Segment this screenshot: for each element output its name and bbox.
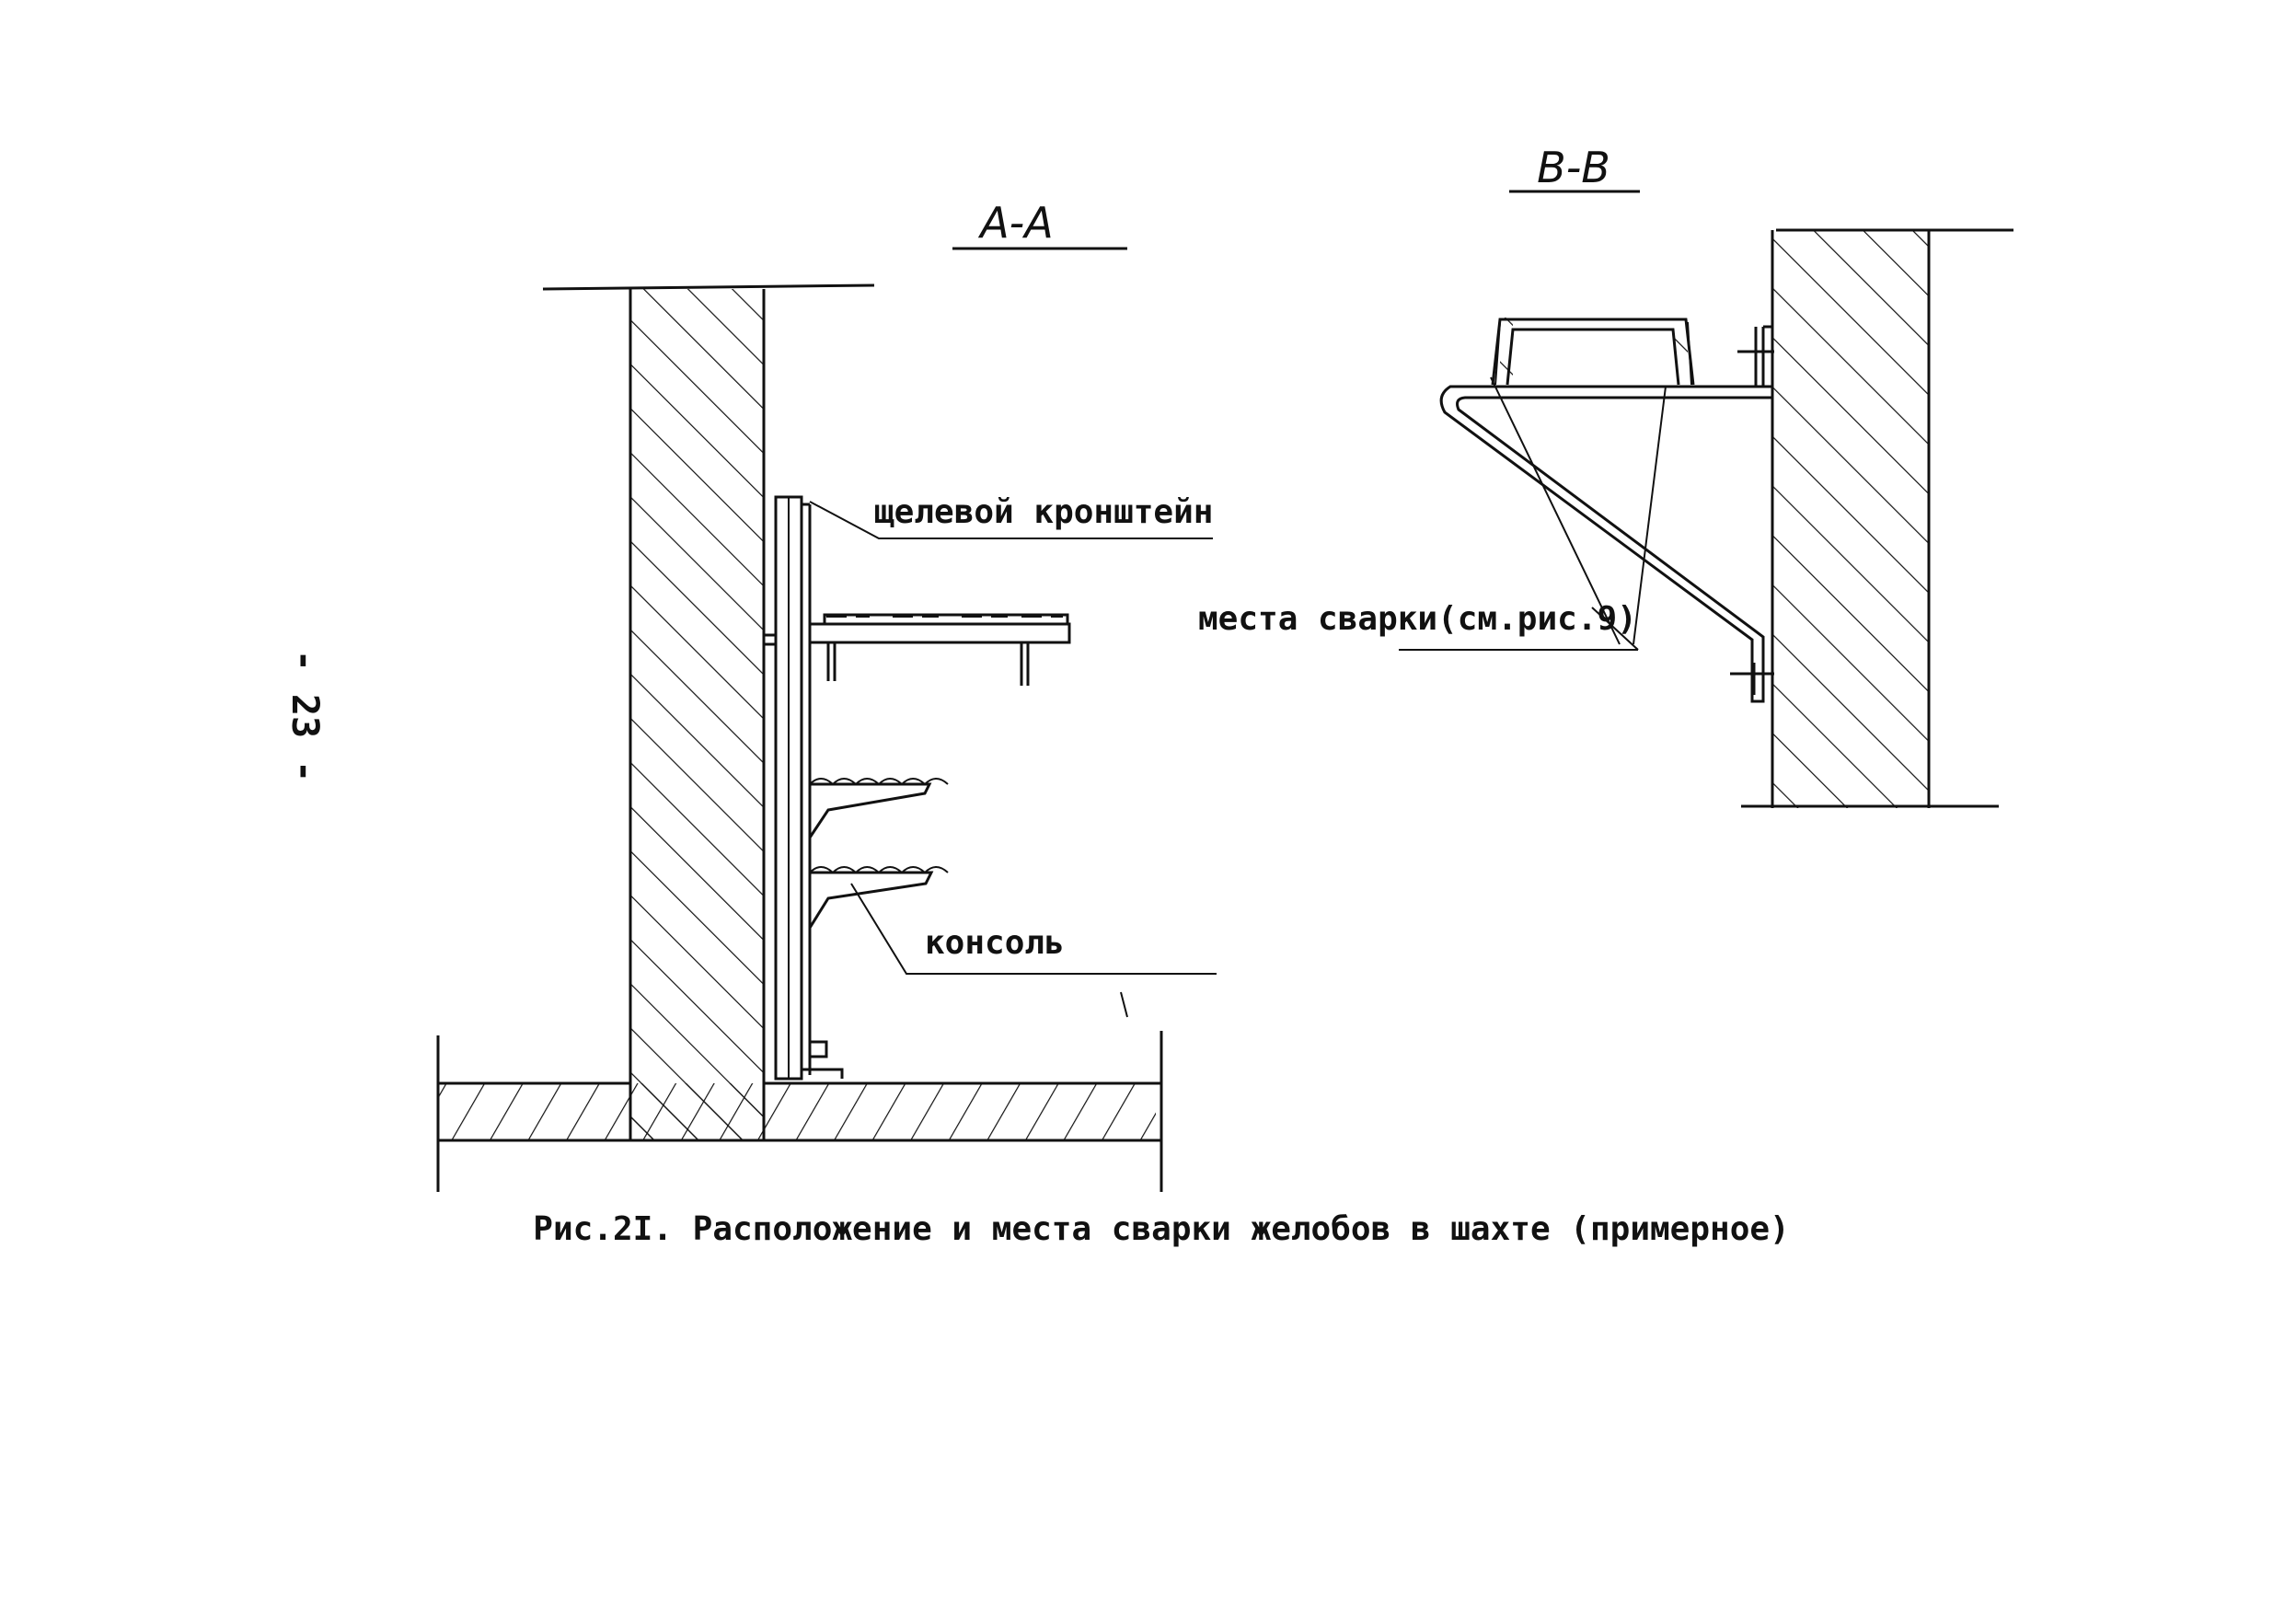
section-aa-title: А-А [977, 198, 1054, 248]
figure-caption: Рис.2I. Расположение и места сварки жело… [533, 1210, 1789, 1248]
section-aa-wall [630, 289, 764, 1140]
bb-gutter [1491, 318, 1695, 386]
section-bb-wall [1772, 230, 1929, 808]
bb-weld-leaders [1399, 376, 1667, 651]
label-console-text: консоль [925, 924, 1065, 962]
bb-upper-bolt [1737, 327, 1774, 387]
section-aa-top-line [542, 283, 875, 291]
label-slot-bracket-text: щелевой кронштейн [874, 493, 1213, 531]
section-aa: А-А [436, 198, 1217, 1192]
console-lower [808, 866, 949, 934]
section-aa-floor-slab [436, 1031, 1163, 1192]
page-number: - 23 - [283, 650, 326, 783]
label-weld-text: места сварки(см.рис.9) [1198, 600, 1637, 638]
section-bb-title: В-В [1537, 143, 1610, 192]
bb-bent-bracket [1439, 325, 1772, 703]
upper-tray-shelf [808, 613, 1071, 686]
section-bb: В-В [1198, 143, 2013, 808]
console-upper [808, 778, 949, 845]
slot-bracket-post [764, 495, 844, 1081]
label-slot-bracket: щелевой кронштейн [809, 493, 1213, 539]
page-number-text: - 23 - [283, 650, 326, 783]
label-console: консоль [850, 883, 1217, 1018]
